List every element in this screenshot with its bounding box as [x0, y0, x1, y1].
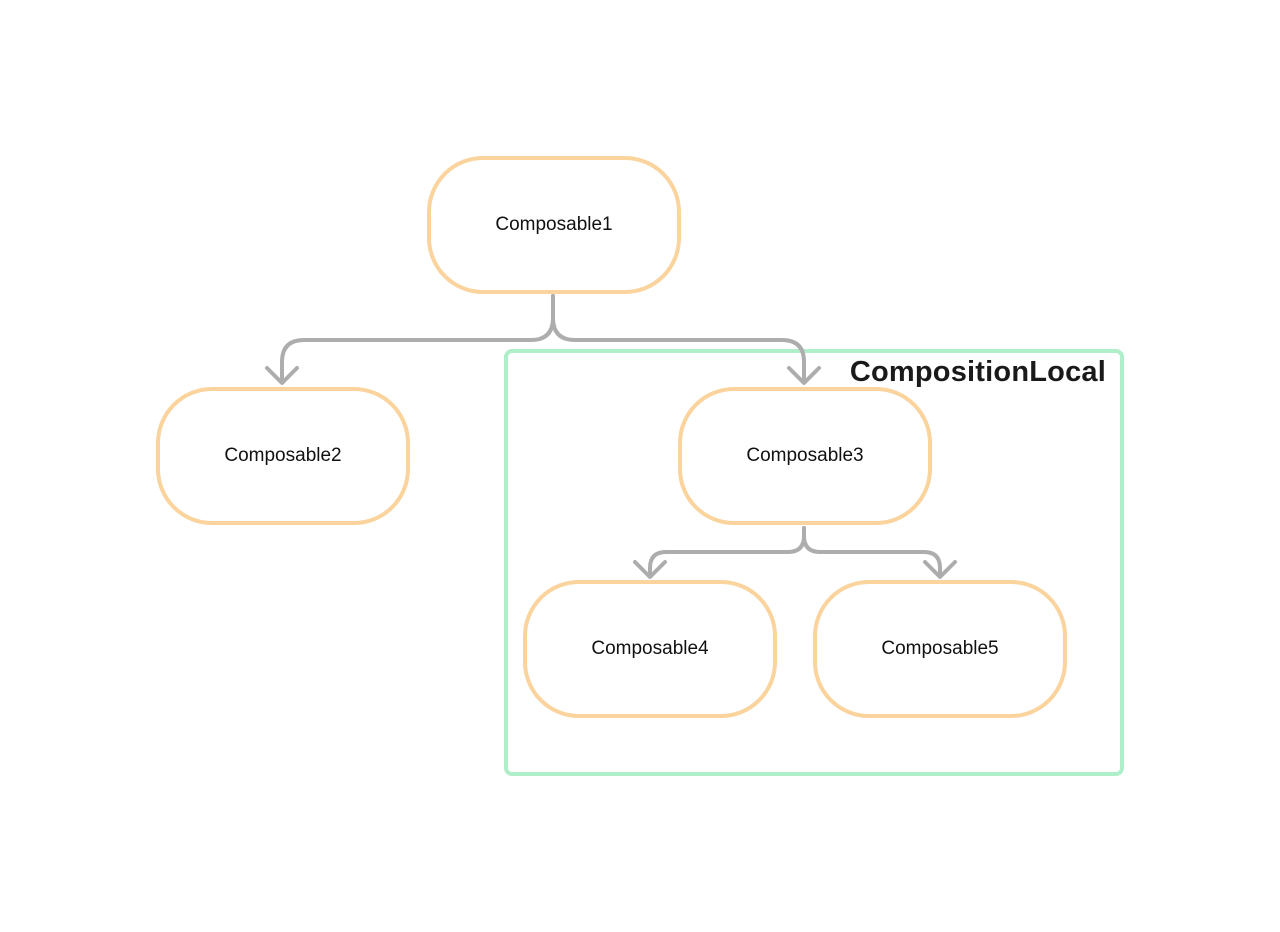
node-label: Composable1 [495, 214, 613, 235]
arrowhead-composable2 [265, 366, 299, 385]
node-composable4: Composable4 [523, 580, 777, 718]
node-label: Composable2 [224, 445, 342, 466]
node-label: Composable5 [881, 638, 999, 659]
node-composable2: Composable2 [156, 387, 410, 525]
node-label: Composable3 [746, 445, 864, 466]
composition-local-scope: CompositionLocal [504, 349, 1124, 776]
scope-label: CompositionLocal [847, 355, 1108, 389]
node-label: Composable4 [591, 638, 709, 659]
node-composable5: Composable5 [813, 580, 1067, 718]
node-composable3: Composable3 [678, 387, 932, 525]
node-composable1: Composable1 [427, 156, 681, 294]
